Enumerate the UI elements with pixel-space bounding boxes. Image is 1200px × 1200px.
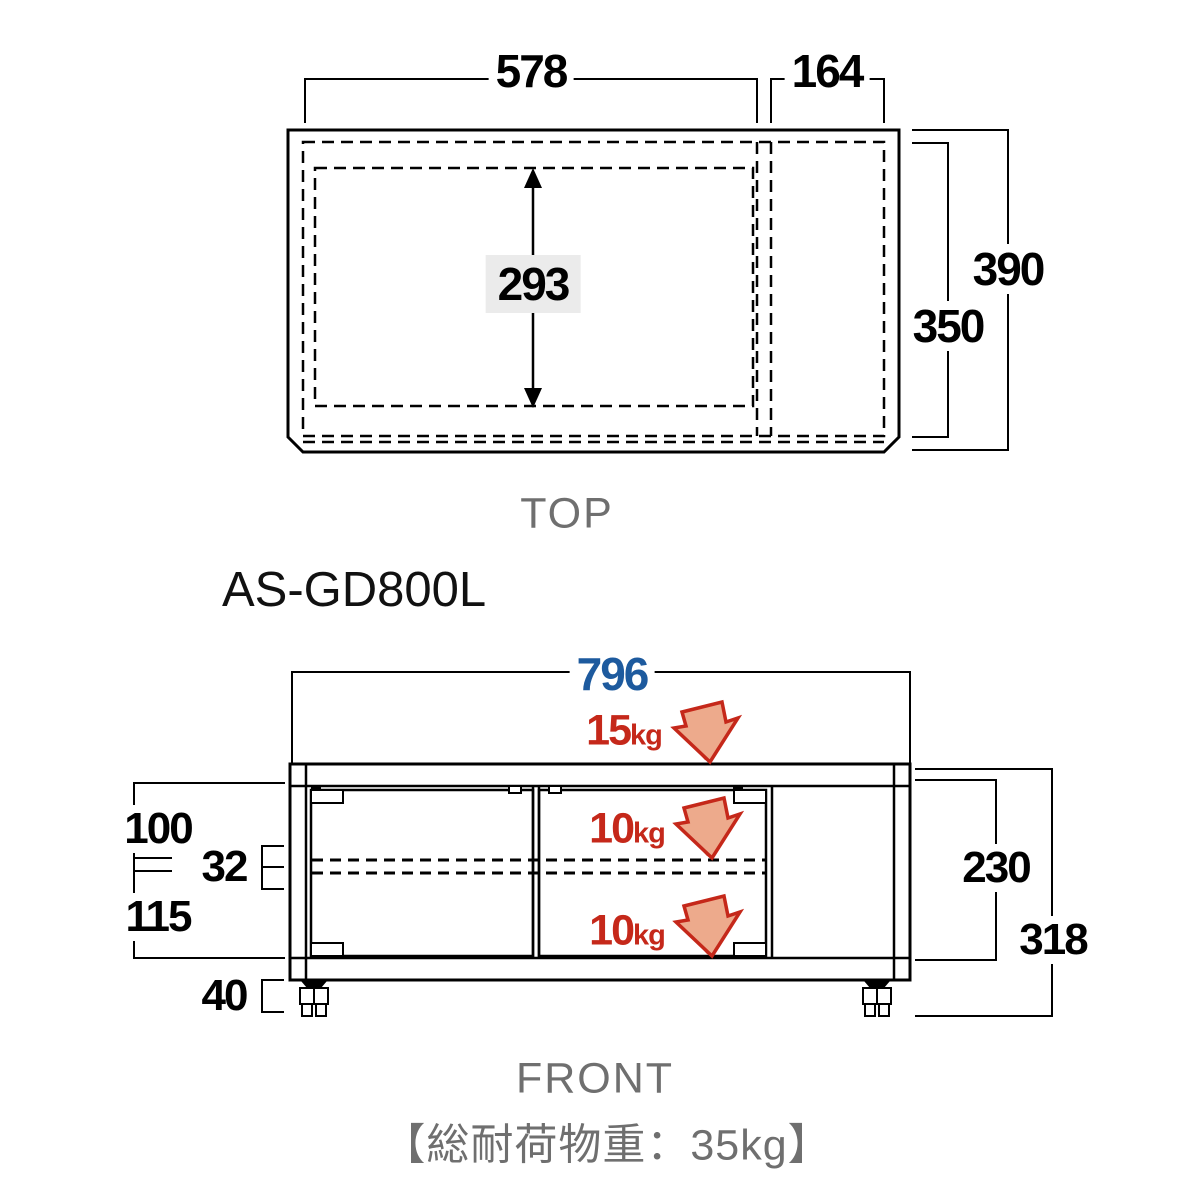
caster-left bbox=[299, 981, 329, 1017]
load-bottom-value: 10 bbox=[589, 906, 635, 955]
dim-top-width-side: 164 bbox=[784, 46, 870, 96]
hinge-bottom-right bbox=[733, 942, 767, 957]
dim-top-depth-outer: 390 bbox=[965, 244, 1051, 294]
load-middle-unit: kg bbox=[633, 817, 666, 850]
load-top-unit: kg bbox=[630, 719, 663, 752]
dim-top-width-main: 578 bbox=[488, 46, 574, 96]
load-arrow-bottom bbox=[674, 894, 742, 958]
dim-line-40 bbox=[261, 979, 284, 1013]
hinge-top-right bbox=[733, 789, 767, 804]
load-arrow-top bbox=[672, 700, 740, 764]
load-bottom-unit: kg bbox=[633, 919, 666, 952]
load-arrow-middle bbox=[674, 796, 742, 860]
dim-front-inner-height: 230 bbox=[955, 844, 1037, 892]
dim-line-318 bbox=[915, 768, 1053, 1017]
hinge-bottom-left bbox=[310, 942, 344, 957]
hinge-top-left bbox=[310, 789, 344, 804]
load-middle-value: 10 bbox=[589, 804, 635, 853]
dim-front-upper-space: 100 bbox=[117, 805, 199, 853]
dim-line-350 bbox=[912, 142, 949, 438]
front-view-drawing bbox=[133, 671, 1053, 1017]
dim-front-caster-height: 40 bbox=[194, 972, 254, 1020]
load-top-value: 15 bbox=[586, 706, 632, 755]
dim-top-depth-inner: 350 bbox=[905, 301, 991, 351]
top-view-caption: TOP bbox=[520, 489, 614, 538]
total-load-note: 【総耐荷物重：35kg】 bbox=[382, 1121, 832, 1170]
front-view-caption: FRONT bbox=[515, 1054, 675, 1103]
dim-front-width: 796 bbox=[569, 649, 655, 699]
dim-front-lower-space: 115 bbox=[118, 893, 198, 941]
model-number: AS-GD800L bbox=[222, 563, 487, 617]
load-arrows bbox=[672, 700, 742, 958]
dim-top-clear-depth: 293 bbox=[485, 255, 581, 313]
caster-right bbox=[862, 981, 892, 1017]
top-view-drawing bbox=[286, 78, 1009, 454]
dim-front-total-height: 318 bbox=[1012, 916, 1094, 964]
dim-front-shelf-pitch: 32 bbox=[194, 843, 254, 891]
